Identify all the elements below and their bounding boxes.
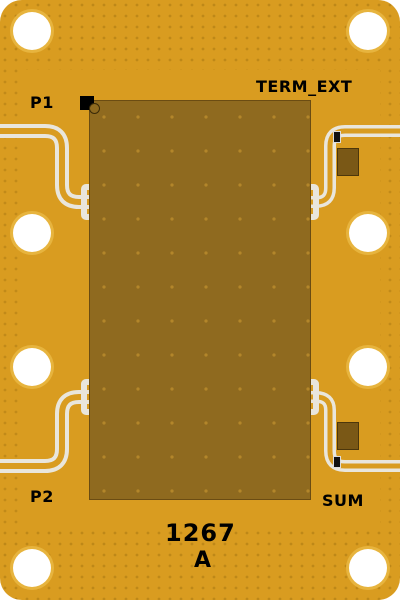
label-p2: P2 <box>30 487 54 506</box>
revision-letter: A <box>194 548 212 573</box>
mounting-hole-bottom-right <box>349 549 387 587</box>
smd-component-bottom <box>337 422 359 450</box>
small-pad-bottom <box>333 456 341 468</box>
pin1-dot <box>89 103 100 114</box>
mounting-hole-mid-left-lower <box>13 348 51 386</box>
label-p1: P1 <box>30 93 54 112</box>
small-pad-top <box>333 131 341 143</box>
mounting-hole-bottom-left <box>13 549 51 587</box>
mounting-hole-mid-right-lower <box>349 348 387 386</box>
mounting-hole-mid-left-upper <box>13 214 51 252</box>
chip-die <box>89 100 311 500</box>
mounting-hole-top-left <box>13 12 51 50</box>
chip-via-grid <box>90 101 310 499</box>
label-sum: SUM <box>322 491 364 510</box>
label-term-ext: TERM_EXT <box>256 77 353 96</box>
smd-component-top <box>337 148 359 176</box>
part-number: 1267 <box>165 519 236 547</box>
mounting-hole-mid-right-upper <box>349 214 387 252</box>
mounting-hole-top-right <box>349 12 387 50</box>
